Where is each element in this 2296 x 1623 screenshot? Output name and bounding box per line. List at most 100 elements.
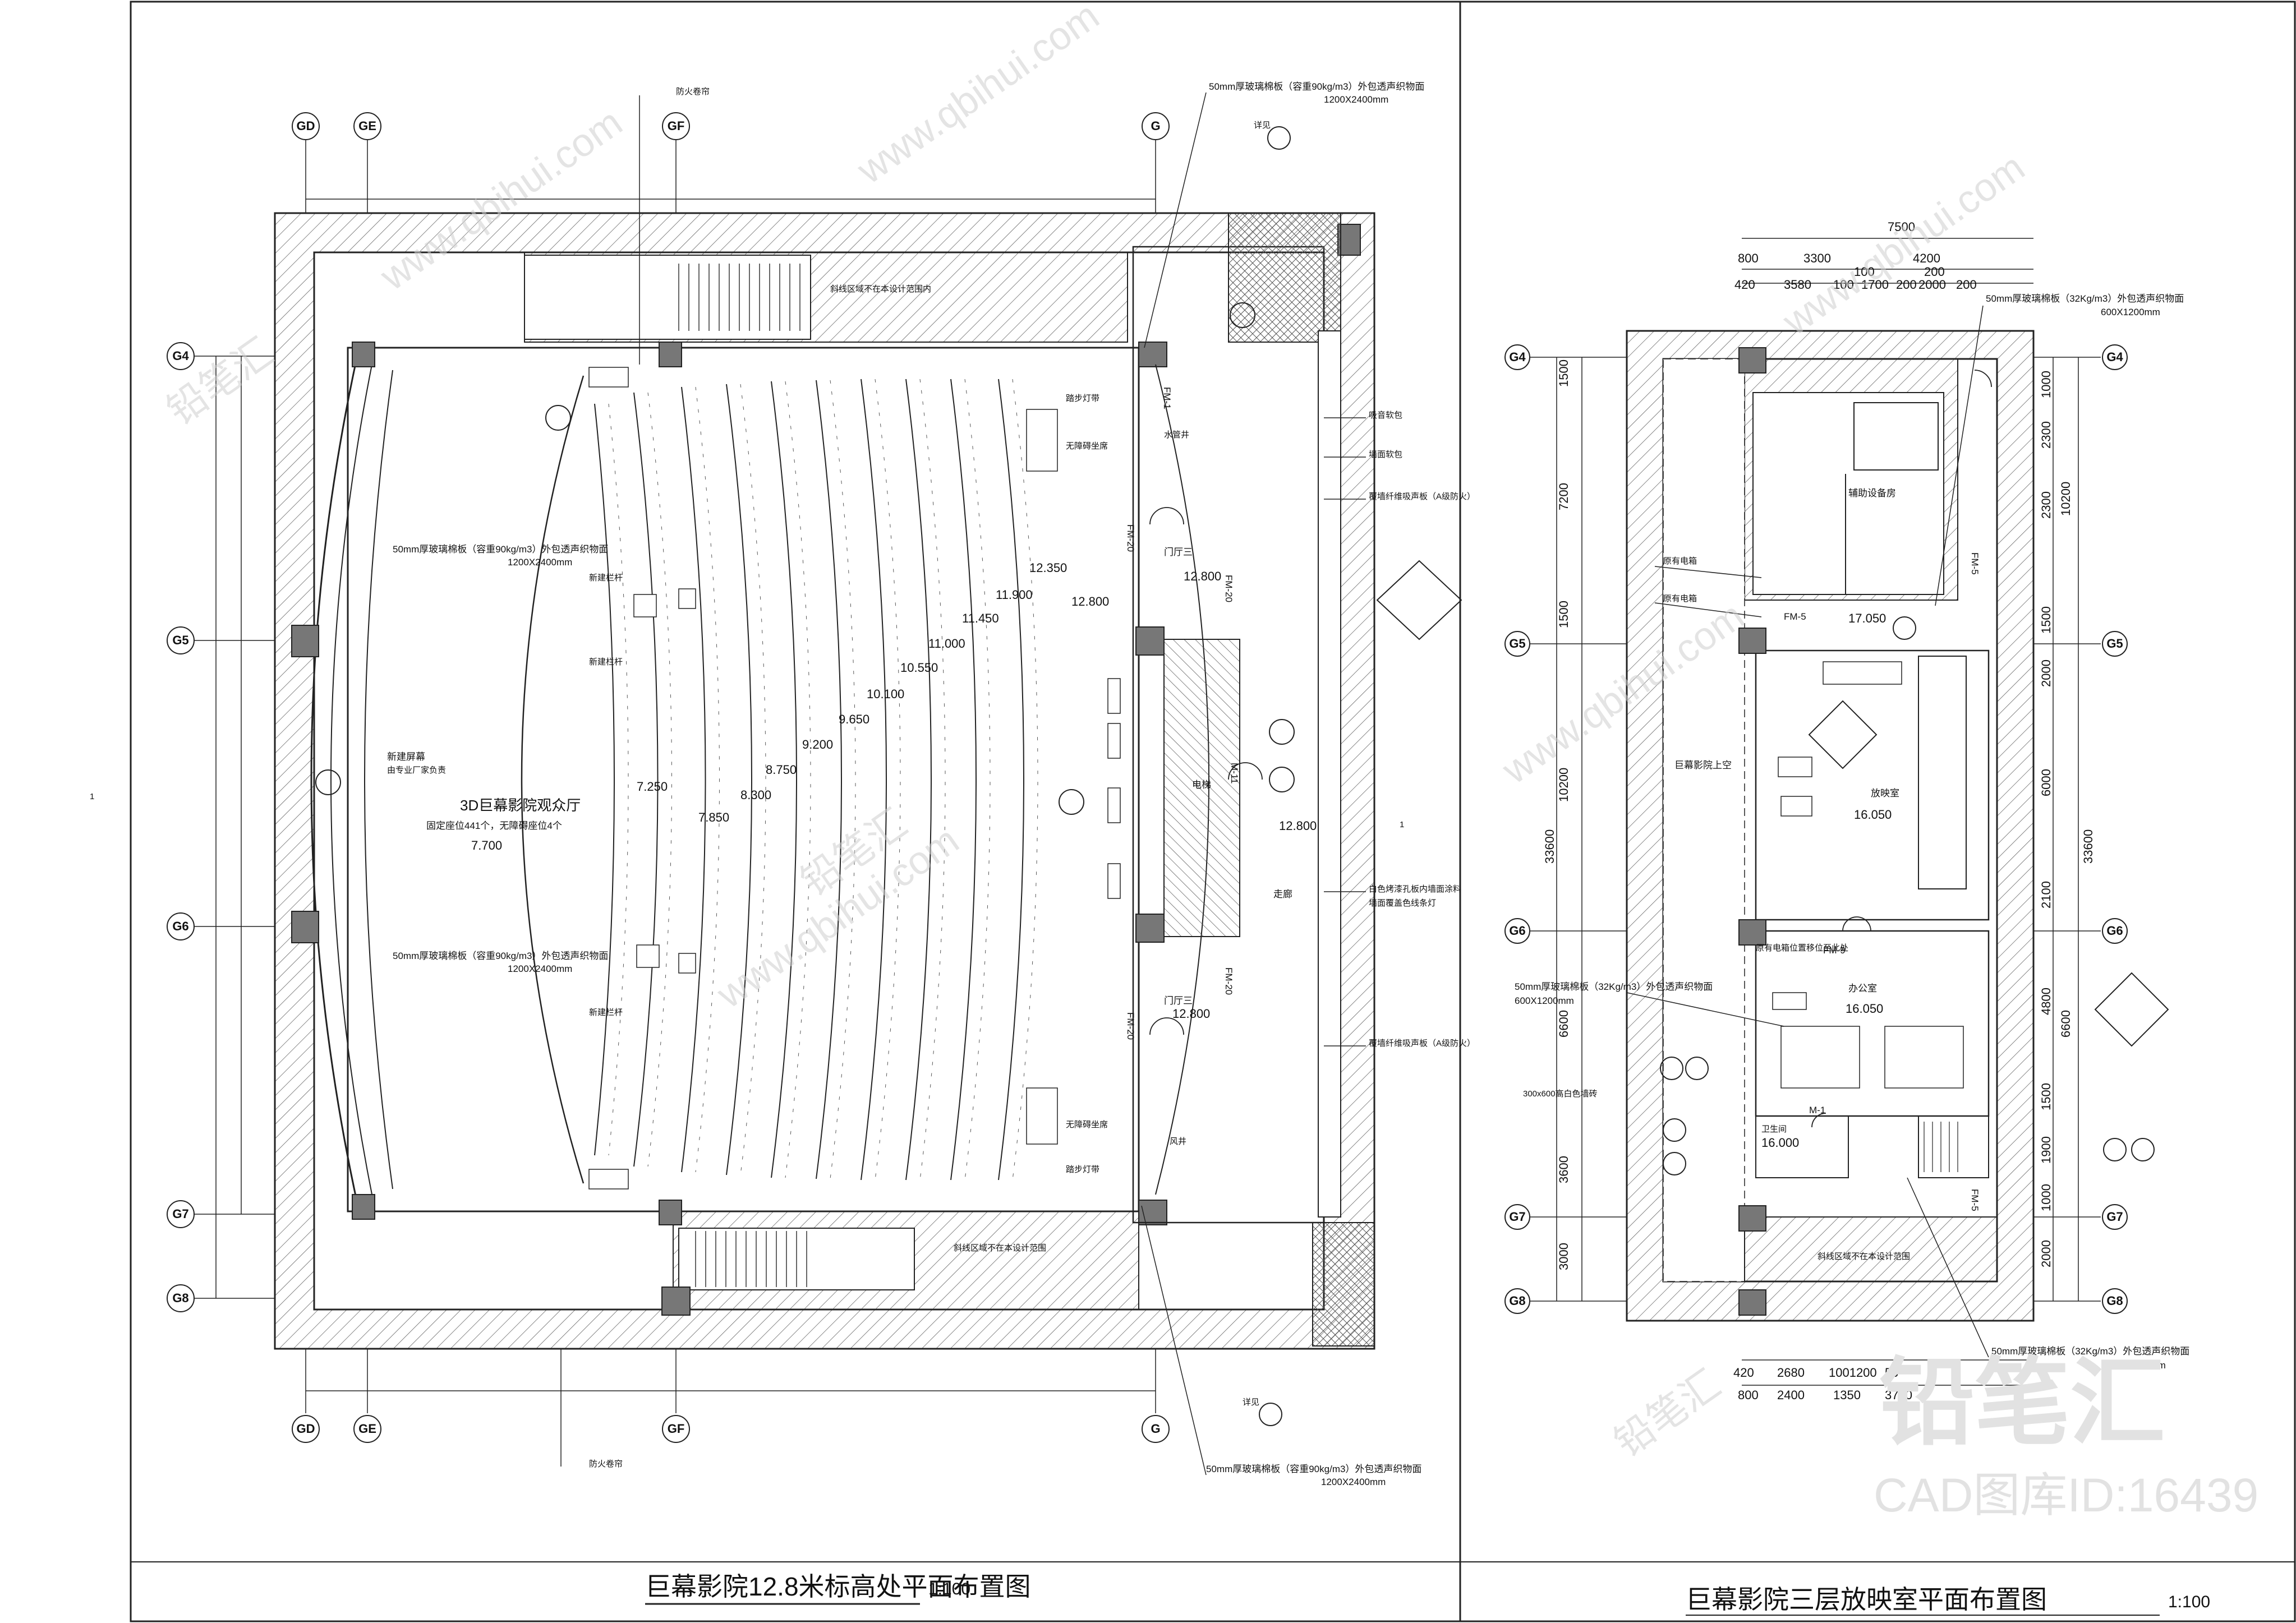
wm-brand-3: 铅笔汇 <box>1607 1362 1728 1465</box>
aux-unit <box>1853 402 1939 471</box>
dim-bot-1-0: 420 <box>1733 1366 1754 1380</box>
room-toilet: 卫生间 <box>1761 1124 1787 1134</box>
door-tag-fm20-a: FM-20 <box>1125 524 1136 552</box>
dim-bot-1-1: 2680 <box>1777 1366 1805 1380</box>
dim-top-1-2: 4200 <box>1913 251 1940 265</box>
dim-right-11: 2000 <box>2039 1240 2053 1267</box>
accessible-1: 无障碍坐席 <box>1066 441 1108 451</box>
grid-bot-g: G <box>1151 1422 1160 1436</box>
right-door-swings <box>1811 370 1992 1128</box>
note-tile: 300x600高白色墙砖 <box>1523 1089 1598 1099</box>
note-ceiling: 原有电箱位置移位至此处 <box>1756 943 1848 953</box>
elev-0: 12.350 <box>1029 561 1067 575</box>
detail-ref-top: 详见 <box>1254 121 1271 130</box>
dim-right-total-a: 10200 <box>2059 482 2073 516</box>
grid-top-gd: GD <box>297 119 315 133</box>
note-bottom-panel: 50mm厚玻璃棉板（32Kg/m3）外包透声织物面 <box>1991 1346 2189 1357</box>
grid-r-g5: G5 <box>1509 637 1525 651</box>
seating-rows <box>594 379 1024 1181</box>
dim-top-1-1: 3300 <box>1803 251 1831 265</box>
wall-soft: 墙面软包 <box>1369 450 1402 459</box>
dim-left-total: 33600 <box>1543 829 1557 864</box>
door-tag-fm20-c: FM-20 <box>1223 967 1234 995</box>
leaders-left <box>560 92 1366 1476</box>
office-desks <box>1772 992 1964 1089</box>
dim-right-total-c: 6600 <box>2059 1010 2073 1038</box>
wm-site-2: www.qbihui.com <box>849 0 1107 192</box>
note-top-size: 600X1200mm <box>2101 307 2160 317</box>
room-void: 巨幕影院上空 <box>1674 760 1732 771</box>
right-columns <box>1738 347 1766 1316</box>
bottom-band-label: 斜线区域不在本设计范围 <box>954 1243 1046 1253</box>
seat-ticks <box>608 379 1038 1181</box>
railing-3: 新建栏杆 <box>589 1008 623 1017</box>
grid-left-g6: G6 <box>172 919 188 933</box>
elevator-block <box>1163 639 1240 937</box>
grid-r-g4: G4 <box>1509 350 1526 364</box>
aux-room-inner <box>1752 392 1944 595</box>
dim-right-6: 2100 <box>2039 881 2053 909</box>
elev-5: 10.550 <box>900 661 938 675</box>
door-hall-1: 门厅三 <box>1164 547 1193 557</box>
dim-right-9: 1900 <box>2039 1136 2053 1164</box>
stair-treads-right <box>1924 1122 1958 1172</box>
panel-size-topright: 1200X2400mm <box>1324 94 1388 105</box>
wm-site-5: www.qbihui.com <box>1774 145 2032 344</box>
elev-10: 8.300 <box>740 788 771 802</box>
dim-left-1: 7200 <box>1557 483 1571 510</box>
room-projection: 放映室 <box>1871 788 1899 799</box>
dim-bot-2-0: 800 <box>1738 1388 1759 1402</box>
room-office: 办公室 <box>1848 983 1877 994</box>
decor-wall: 白色烤漆孔板内墙面涂料 <box>1369 884 1461 894</box>
door-swings-left <box>1149 507 1263 1035</box>
dim-top-2-0: 420 <box>1734 278 1755 292</box>
grid-bot-gd: GD <box>297 1422 315 1436</box>
dim-right-0: 1000 <box>2039 371 2053 398</box>
grid-left-g8: G8 <box>172 1291 188 1305</box>
fire-wall-2: 覆墙纤维吸声板（A级防火） <box>1369 1038 1475 1048</box>
grid-rr-g6: G6 <box>2106 924 2123 938</box>
left-title-scale: 1:100 <box>928 1580 970 1598</box>
room-aux: 辅助设备房 <box>1848 488 1896 499</box>
panel-size-top: 1200X2400mm <box>508 557 572 568</box>
railing-2: 新建栏杆 <box>589 657 623 667</box>
decor-wall-2: 墙面覆盖色线条灯 <box>1369 898 1436 908</box>
grid-left-top <box>188 140 1156 1413</box>
grid-rr-g7: G7 <box>2106 1210 2123 1224</box>
dim-right-8: 1500 <box>2039 1083 2053 1110</box>
panel-size-mid: 1200X2400mm <box>508 963 572 974</box>
accessible-2: 无障碍坐席 <box>1066 1119 1108 1129</box>
screen-railing <box>521 375 585 1184</box>
elev-4: 11.000 <box>928 637 965 651</box>
dim-left-6: 3000 <box>1557 1243 1571 1270</box>
wind-well: 风井 <box>1170 1137 1186 1146</box>
accessible-seats <box>1026 409 1058 1145</box>
door-tag-fm1: FM-1 <box>1162 387 1172 409</box>
east-corridor <box>1318 330 1341 1218</box>
dim-right-total-b: 33600 <box>2081 829 2095 864</box>
room-office-elev: 16.050 <box>1846 1002 1883 1016</box>
elev-13: 12.800 <box>1184 569 1221 583</box>
section-markers-right <box>1660 616 2169 1175</box>
corridor: 走廊 <box>1273 889 1292 900</box>
curtain-bottom: 防火卷帘 <box>589 1459 623 1469</box>
top-stair <box>524 255 811 340</box>
grid-left-g4: G4 <box>172 349 189 363</box>
note-electric: 原有电箱 <box>1663 556 1697 566</box>
note-side-size: 600X1200mm <box>1515 995 1574 1006</box>
screen-wall-curve-inner <box>330 358 374 1201</box>
screen-wall-curve <box>310 347 360 1212</box>
door-fm9: FM-9 <box>1823 945 1846 956</box>
elev-15: 12.800 <box>1172 1007 1210 1021</box>
elev-8: 9.200 <box>802 737 833 751</box>
hall-name: 3D巨幕影院观众厅 <box>460 797 581 814</box>
dim-left-2: 1500 <box>1557 601 1571 628</box>
room-projection-elev: 16.050 <box>1854 808 1892 822</box>
grid-right-lines <box>1529 238 2101 1386</box>
right-bottom-hatch <box>1744 1216 1998 1282</box>
dim-bot-2-3: 3750 <box>1885 1388 1912 1402</box>
panel-note-bottomright: 50mm厚玻璃棉板（容重90kg/m3）外包透声织物面 <box>1206 1464 1421 1474</box>
logo-mark: 铅笔汇 <box>1879 1350 2165 1456</box>
water-well: 水管井 <box>1164 430 1189 440</box>
